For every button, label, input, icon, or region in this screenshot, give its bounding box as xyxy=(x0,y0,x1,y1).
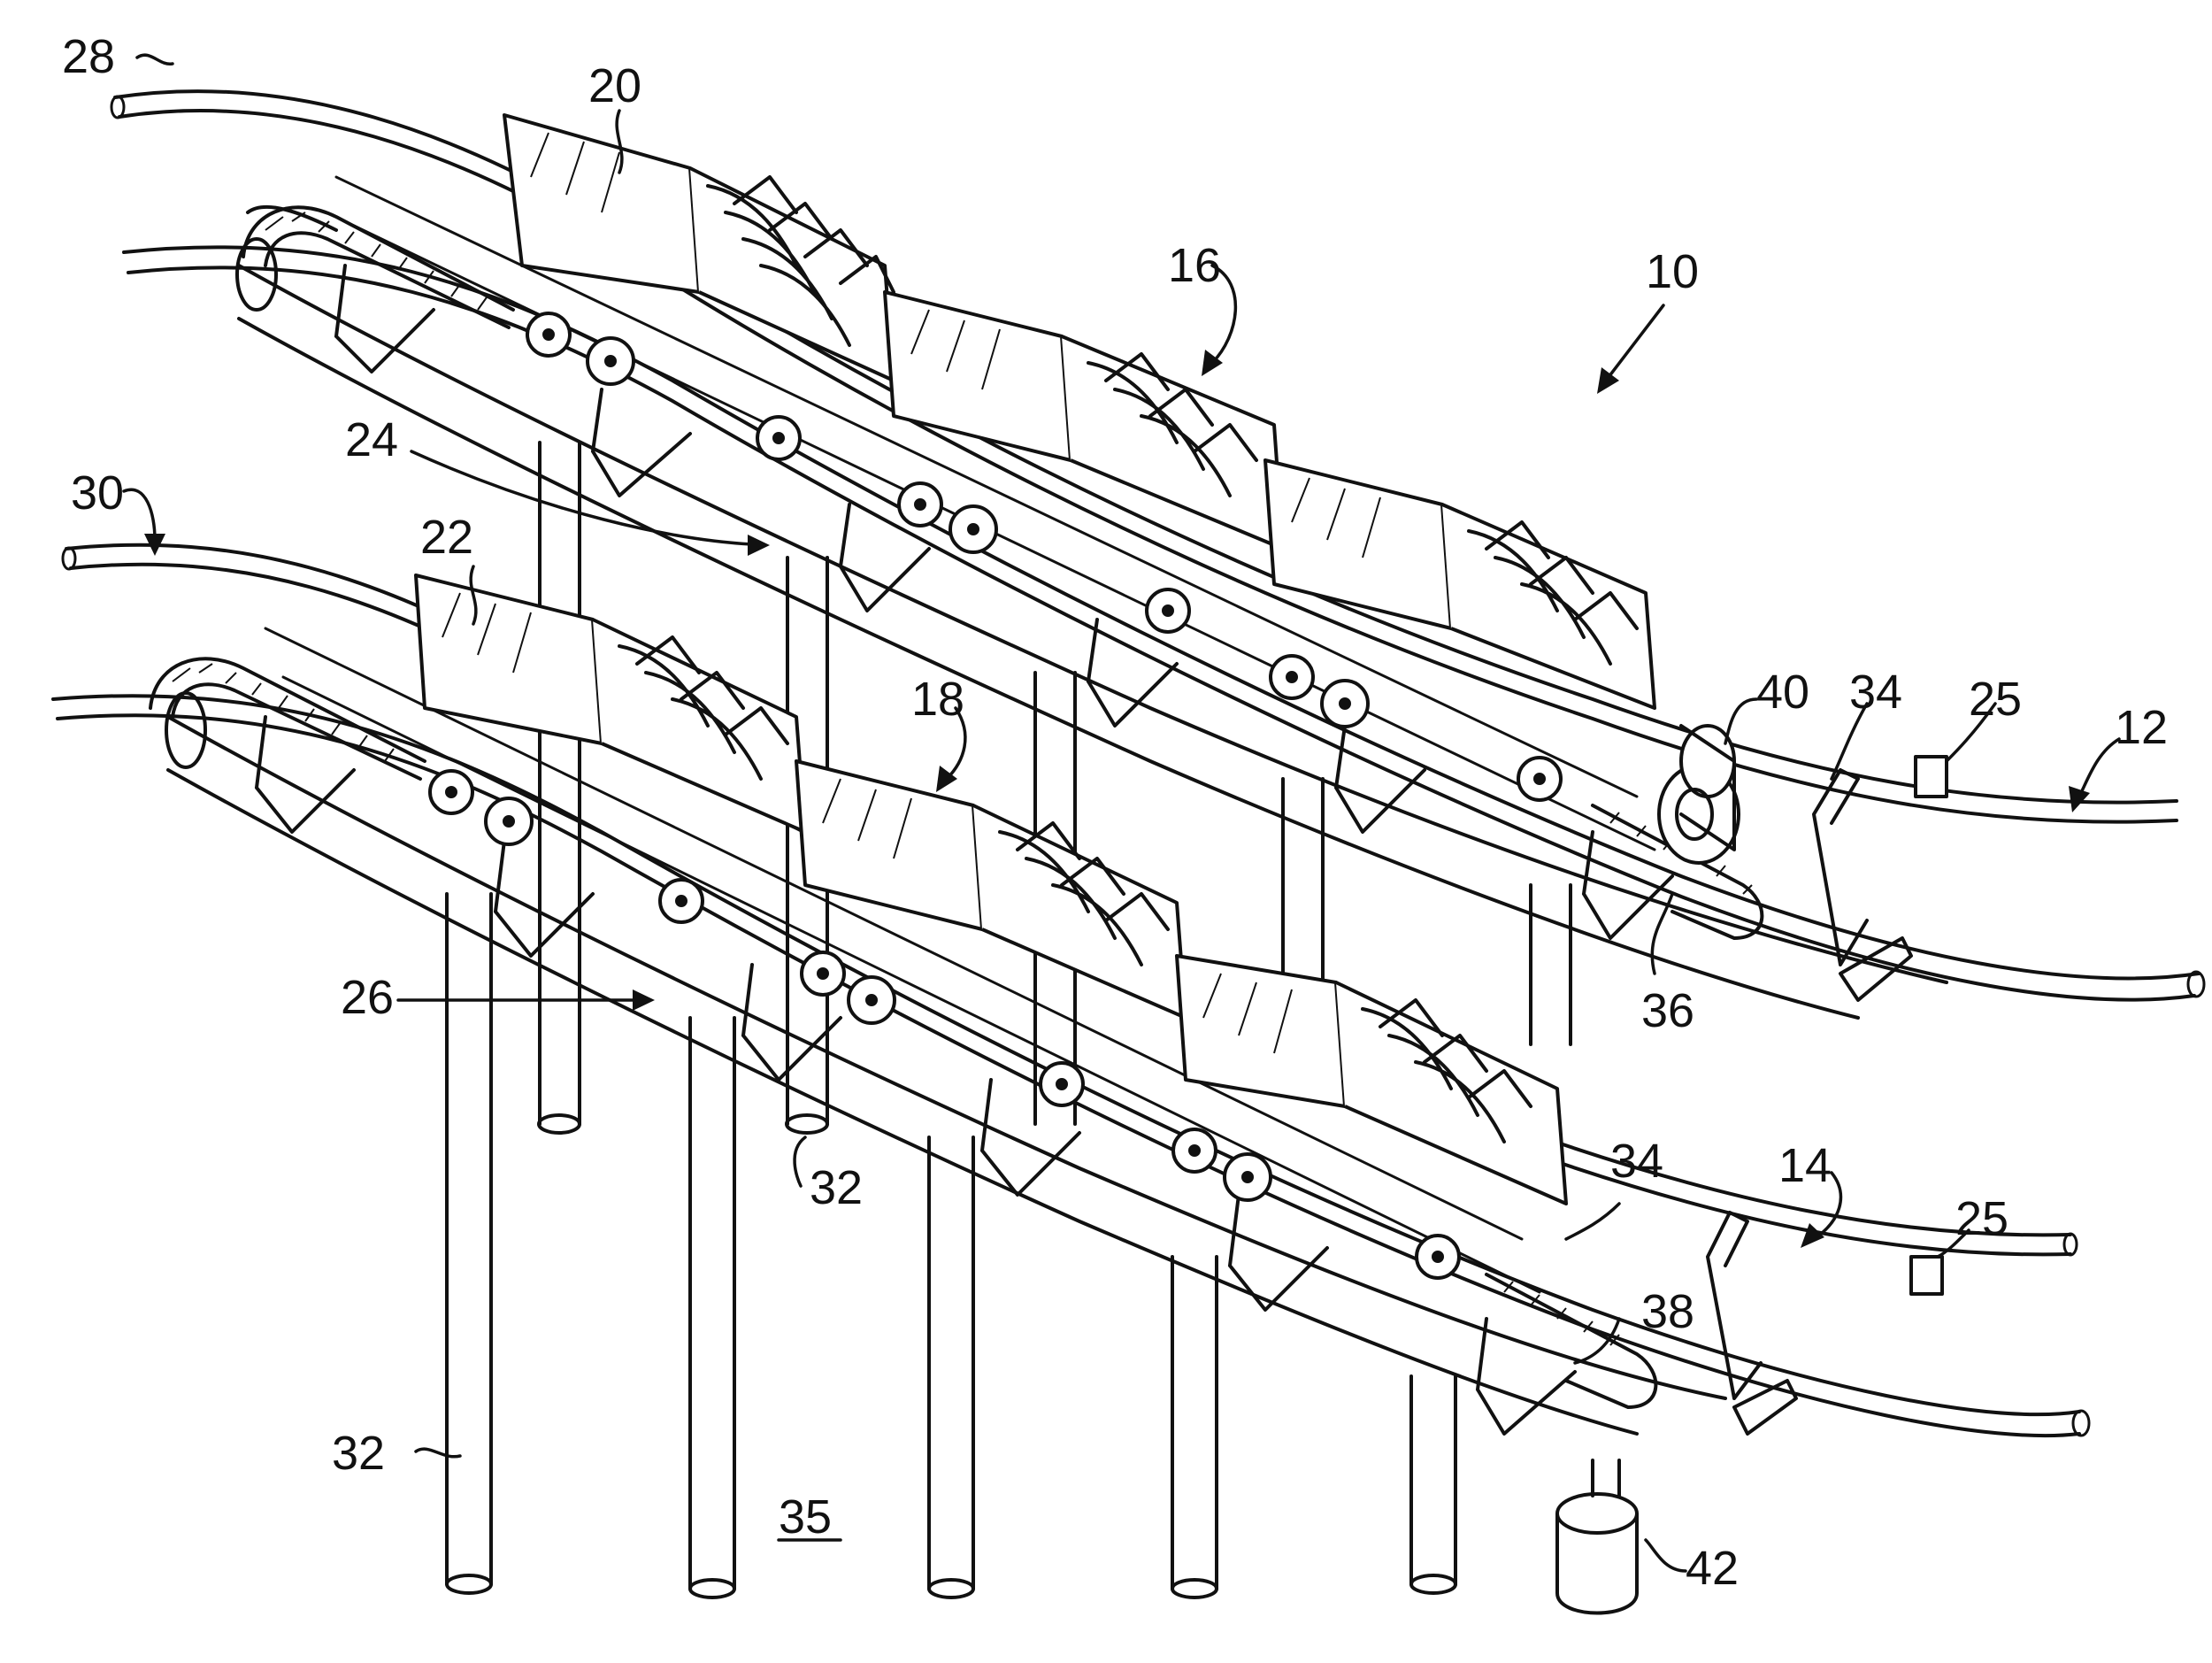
product-carriages-upper xyxy=(503,113,1656,802)
drive-chain xyxy=(242,205,515,329)
ref-25-upper: 25 xyxy=(1969,673,2022,726)
ref-28: 28 xyxy=(62,30,115,83)
support-column xyxy=(537,441,581,1135)
support-column xyxy=(1171,1255,1218,1599)
ref-24: 24 xyxy=(345,413,398,466)
ref-36: 36 xyxy=(1641,984,1694,1037)
carriage xyxy=(795,759,1187,1020)
support-column xyxy=(688,1016,736,1599)
drive-chain-lower xyxy=(149,657,426,781)
lower-bottom-rail xyxy=(51,694,2081,1417)
ref-30: 30 xyxy=(71,466,124,520)
carriage xyxy=(1263,458,1656,710)
carriage-22 xyxy=(414,574,807,834)
support-column xyxy=(445,892,493,1595)
sensor-25-upper xyxy=(1914,755,1948,798)
product-carriages-lower xyxy=(414,574,1568,1280)
ref-42: 42 xyxy=(1686,1542,1739,1595)
ref-20: 20 xyxy=(588,59,641,112)
ref-25-lower: 25 xyxy=(1955,1192,2008,1245)
ref-40: 40 xyxy=(1756,666,1809,719)
upper-bottom-rail xyxy=(122,245,2200,981)
lower-conveyor-14 xyxy=(51,543,2091,1615)
sensor-25-lower xyxy=(1909,1255,1944,1296)
wheels xyxy=(526,312,1563,802)
ref-22: 22 xyxy=(420,511,473,564)
ref-38: 38 xyxy=(1641,1285,1694,1338)
motor-42 xyxy=(1555,1459,1639,1615)
ref-35: 35 xyxy=(779,1490,832,1544)
support-column xyxy=(1409,1374,1457,1595)
support-column xyxy=(1529,883,1572,1046)
support-column xyxy=(927,1136,975,1599)
carriage xyxy=(883,290,1285,550)
wheels-lower xyxy=(428,769,1461,1280)
ref-18: 18 xyxy=(911,673,964,726)
ref-16: 16 xyxy=(1168,239,1221,292)
ref-32-lower: 32 xyxy=(332,1427,385,1480)
carriage xyxy=(1175,954,1568,1205)
upper-top-rail-28 xyxy=(113,89,2178,805)
ref-10: 10 xyxy=(1646,245,1699,298)
reference-numerals: 28 20 16 10 24 30 22 18 40 34 25 12 36 2… xyxy=(62,30,2168,1595)
ref-32-upper: 32 xyxy=(810,1161,863,1214)
ref-26: 26 xyxy=(341,971,394,1024)
leader-lines xyxy=(122,53,2121,1573)
ref-34-lower: 34 xyxy=(1610,1135,1663,1188)
upper-conveyor-12 xyxy=(110,89,2206,1020)
ref-34-upper: 34 xyxy=(1849,666,1902,719)
motor-40 xyxy=(1657,724,1740,865)
ref-12: 12 xyxy=(2115,701,2168,754)
ref-14: 14 xyxy=(1778,1139,1832,1192)
